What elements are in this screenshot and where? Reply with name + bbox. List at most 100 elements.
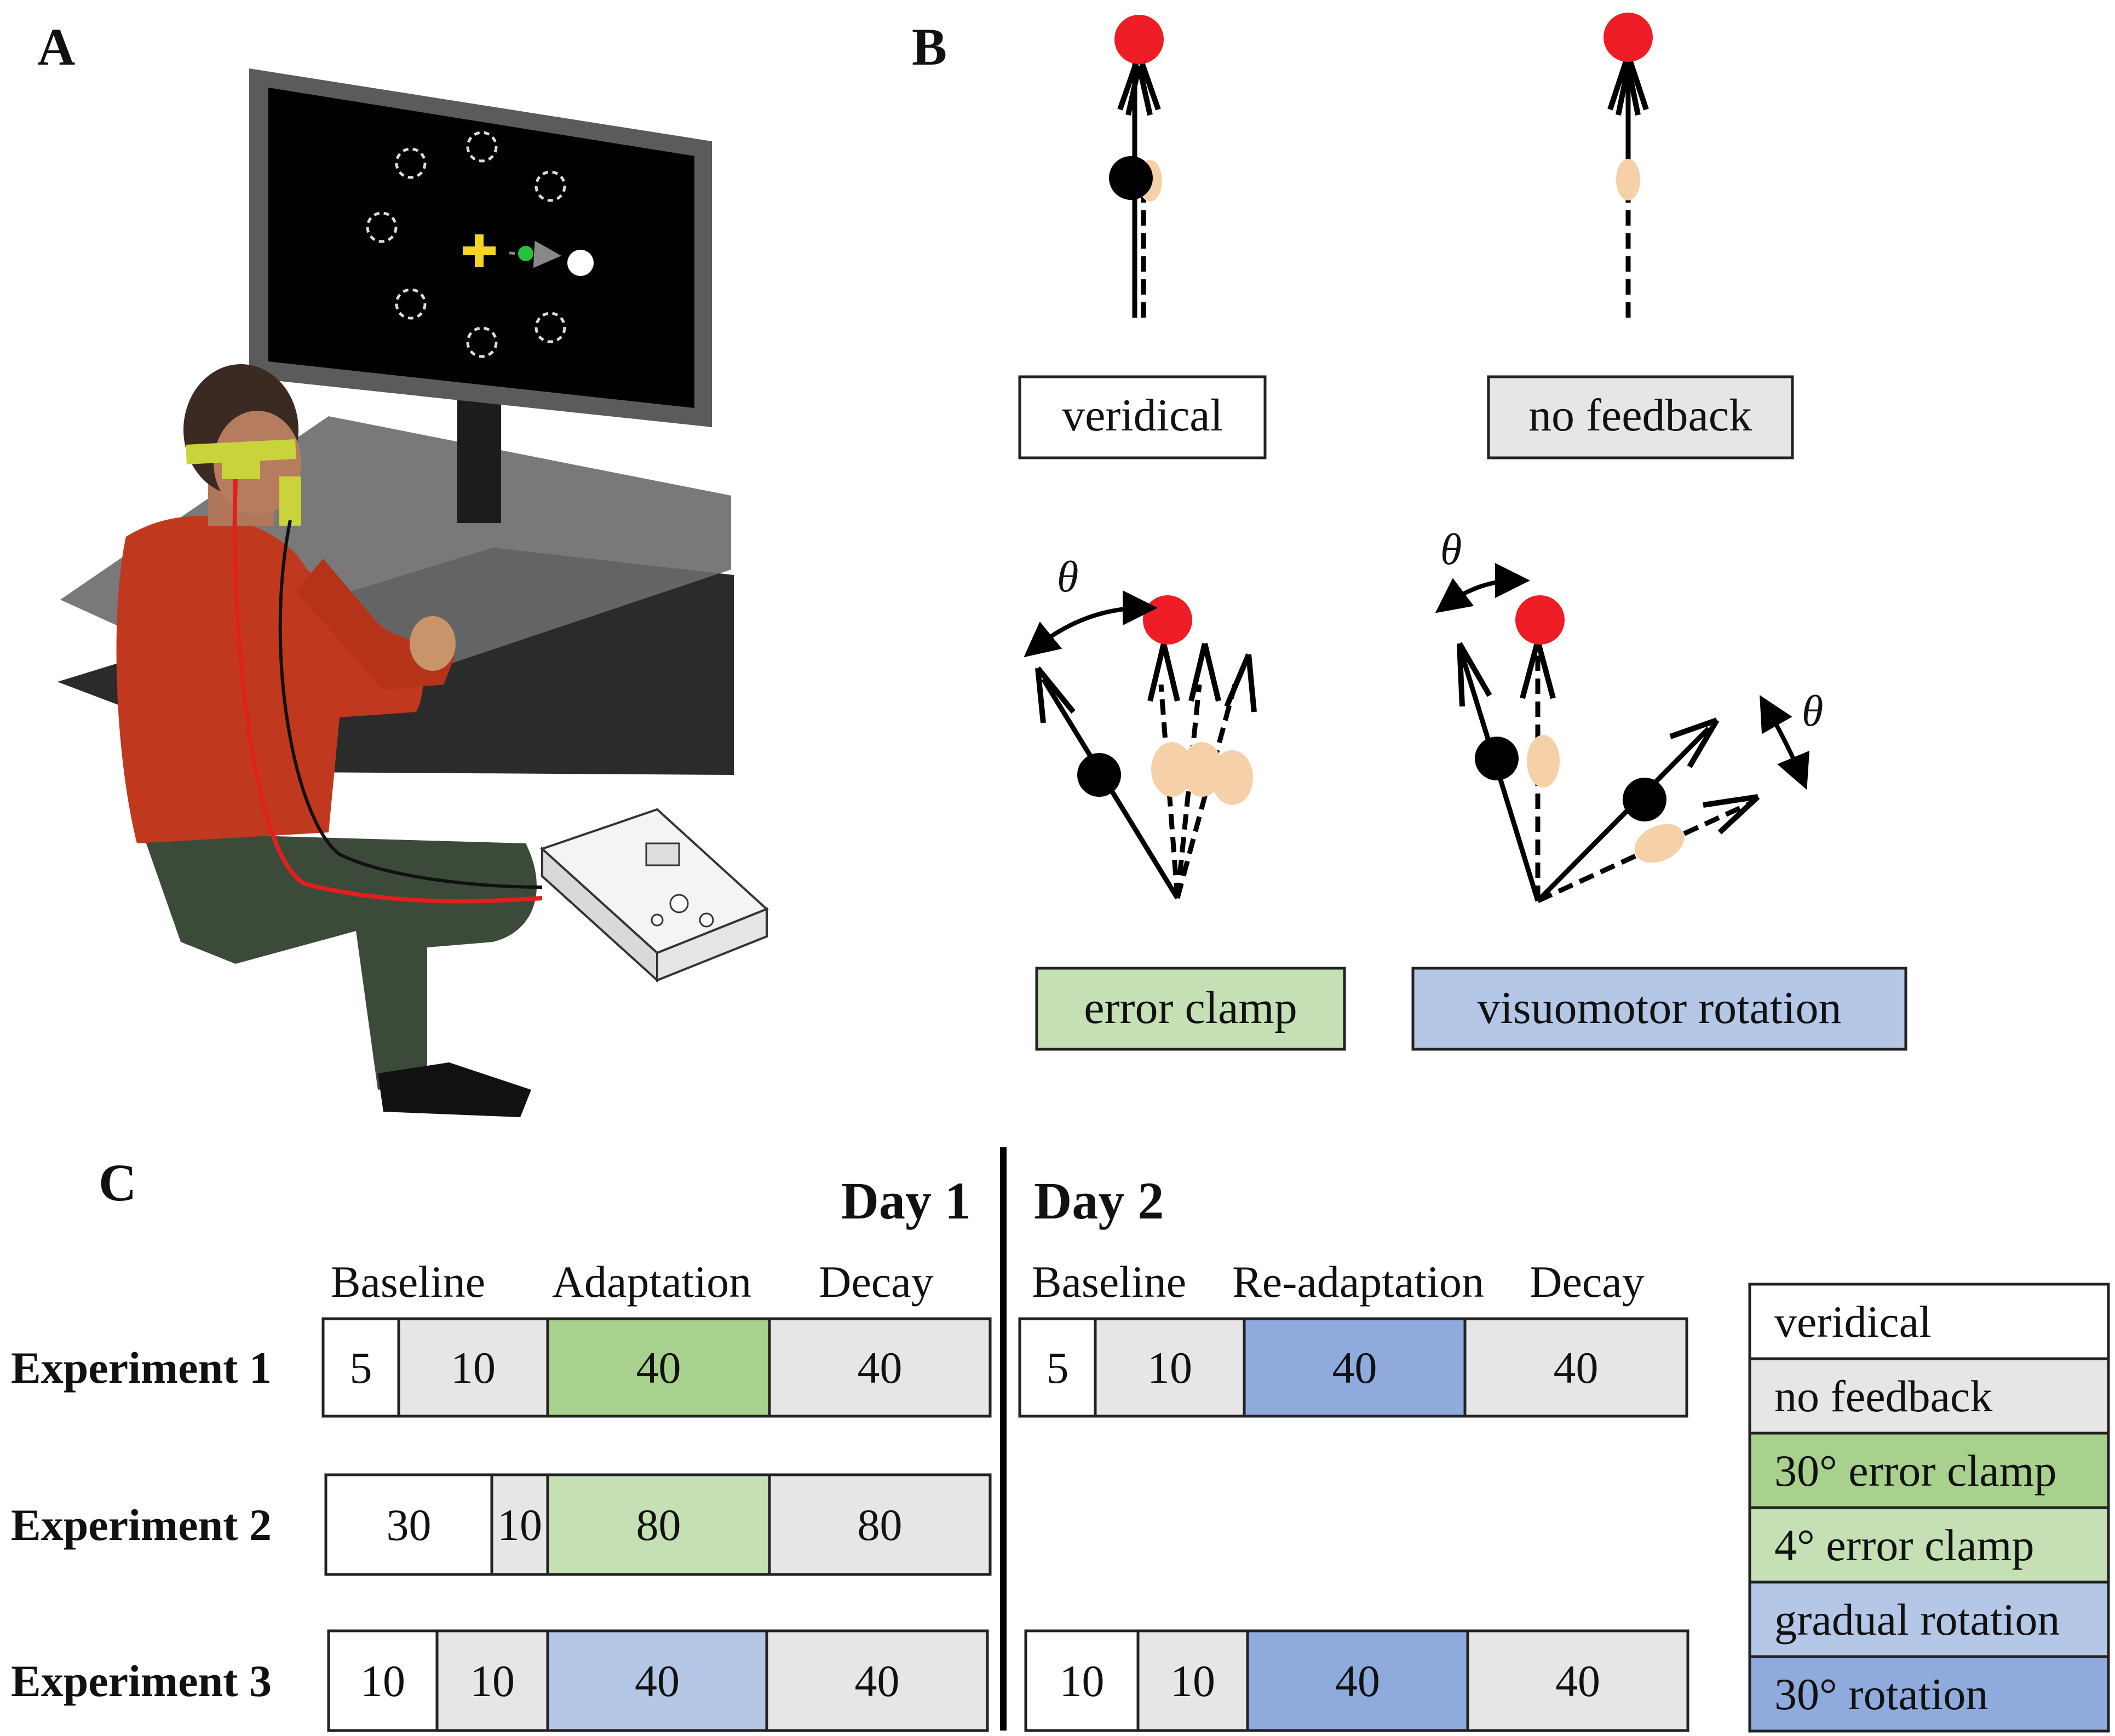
block-segment-no-feedback: [768, 1317, 992, 1418]
legend-label: 30° error clamp: [1774, 1446, 2056, 1496]
block-segment-no-feedback: [768, 1473, 992, 1576]
block-trial-count: 40: [858, 1343, 903, 1393]
visuomotor-rotation-label-box: [1411, 967, 1907, 1051]
block-segment-no-feedback: [765, 1629, 989, 1732]
legend-swatch: [1748, 1580, 2110, 1658]
block-trial-count: 40: [1332, 1343, 1377, 1393]
experimental-setup-illustration: [58, 68, 769, 1117]
hand-icon: [1211, 750, 1253, 805]
block-trial-count: 40: [635, 1656, 680, 1706]
legend-label: veridical: [1774, 1297, 1932, 1347]
no-feedback-label-box: [1487, 375, 1794, 459]
cursor-icon: [1077, 753, 1121, 797]
hand-icon: [1616, 159, 1640, 200]
block-trial-count: 10: [470, 1656, 515, 1706]
panel-letter-a: A: [37, 18, 75, 76]
cursor-dot: [518, 246, 533, 261]
block-trial-count: 5: [350, 1343, 372, 1393]
theta-label: θ: [1057, 553, 1078, 601]
legend-swatch: [1748, 1655, 2110, 1733]
hand-icon: [1151, 742, 1193, 797]
fixation-cross-icon: [463, 234, 496, 267]
block-trial-count: 80: [636, 1500, 681, 1550]
legend-swatch: [1748, 1357, 2110, 1435]
legend-swatch: [1748, 1432, 2110, 1509]
legend-label: gradual rotation: [1774, 1595, 2060, 1645]
no-feedback-schematic: [1604, 13, 1653, 318]
block-trial-count: 40: [636, 1343, 681, 1393]
block-trial-count: 40: [1554, 1343, 1599, 1393]
block-segment-no-feedback: [1136, 1629, 1249, 1732]
block-segment-gradual-rotation: [546, 1629, 768, 1732]
hand-icon: [1634, 824, 1685, 863]
block-trial-count: 5: [1047, 1343, 1069, 1393]
legend-label: 30° rotation: [1774, 1669, 1988, 1719]
visuomotor-rotation-schematic: θ θ: [1435, 526, 1823, 904]
target-icon: [1143, 595, 1192, 645]
panel-letter-b: B: [912, 18, 947, 76]
experiment-label: Experiment 2: [11, 1500, 272, 1550]
legend-label: 4° error clamp: [1774, 1520, 2034, 1570]
legend-label: no feedback: [1774, 1371, 1992, 1421]
block-trial-count: 10: [451, 1343, 496, 1393]
block-trial-count: 40: [1555, 1656, 1600, 1706]
block-trial-count: 80: [858, 1500, 903, 1550]
cursor-icon: [1623, 778, 1666, 821]
theta-label: θ: [1802, 687, 1823, 735]
block-trial-count: 10: [497, 1500, 542, 1550]
block-trial-count: 30: [387, 1500, 432, 1550]
target-icon: [1604, 13, 1653, 62]
veridical-label: veridical: [1062, 390, 1223, 441]
block-segment-no-feedback: [490, 1473, 549, 1576]
block-trial-count: 10: [1170, 1656, 1215, 1706]
legend: veridical no feedback 30° error clamp 4° er…: [1748, 1283, 2110, 1733]
veridical-schematic: [1109, 15, 1164, 318]
day2-phase-label: Decay: [1530, 1257, 1644, 1307]
block-segment-veridical: [321, 1317, 400, 1418]
legend-swatch: [1748, 1283, 2110, 1360]
cursor-icon: [1109, 156, 1153, 200]
visuomotor-rotation-label: visuomotor rotation: [1478, 982, 1842, 1033]
cursor-icon: [1475, 737, 1519, 780]
block-trial-count: 40: [1335, 1656, 1380, 1706]
day2-title: Day 2: [1034, 1171, 1164, 1230]
block-trial-count: 40: [855, 1656, 900, 1706]
error-clamp-label: error clamp: [1084, 982, 1297, 1033]
legend-swatch: [1748, 1506, 2110, 1584]
theta-label: θ: [1440, 526, 1462, 574]
phase-labels: Baseline Adaptation Decay Baseline Re-adapta…: [331, 1257, 1645, 1307]
block-segment-no-feedback: [397, 1317, 549, 1418]
participant-icon: [116, 364, 543, 1117]
experiment-label: Experiment 3: [11, 1656, 272, 1706]
panel-letter-c: C: [99, 1153, 136, 1212]
tms-stimulator-icon: [540, 808, 769, 983]
block-trial-count: 10: [360, 1656, 405, 1706]
veridical-label-box: [1018, 375, 1267, 459]
day2-phase-label: Re-adaptation: [1232, 1257, 1484, 1307]
day1-phase-label: Adaptation: [552, 1257, 751, 1307]
error-clamp-label-box: [1035, 967, 1346, 1051]
hand-icon: [1527, 735, 1560, 787]
error-clamp-schematic: θ: [1024, 553, 1257, 900]
block-trial-count: 10: [1060, 1656, 1105, 1706]
target-icon: [1515, 595, 1565, 645]
block-segment-no-feedback: [1466, 1629, 1689, 1732]
experiment-label: Experiment 1: [11, 1343, 272, 1393]
monitor-stand: [457, 383, 501, 523]
no-feedback-label: no feedback: [1528, 390, 1752, 441]
target-icon: [567, 250, 594, 276]
day2-phase-label: Baseline: [1032, 1257, 1186, 1307]
block-segment-no-feedback: [1463, 1317, 1688, 1418]
day1-phase-label: Baseline: [331, 1257, 485, 1307]
monitor-icon: [249, 68, 712, 427]
block-trial-count: 10: [1147, 1343, 1192, 1393]
block-segment-veridical: [1024, 1629, 1140, 1732]
block-segment-error-clamp-30: [546, 1317, 771, 1418]
target-icon: [1114, 15, 1164, 64]
block-segment-veridical: [327, 1629, 439, 1732]
block-segment-rotation-30: [1243, 1317, 1467, 1418]
day1-phase-label: Decay: [819, 1257, 933, 1307]
day1-title: Day 1: [841, 1171, 971, 1230]
